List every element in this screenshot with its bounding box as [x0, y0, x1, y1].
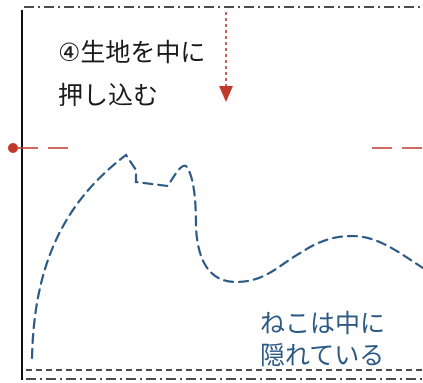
guide-dot [8, 143, 18, 153]
note-line-1: ねこは中に [260, 309, 385, 338]
push-arrow-head [219, 86, 233, 102]
instruction-line-1: ④生地を中に [58, 38, 205, 67]
note-line-2: 隠れている [260, 341, 384, 370]
cat-outline [30, 153, 423, 360]
instruction-line-2: 押し込む [58, 81, 158, 110]
